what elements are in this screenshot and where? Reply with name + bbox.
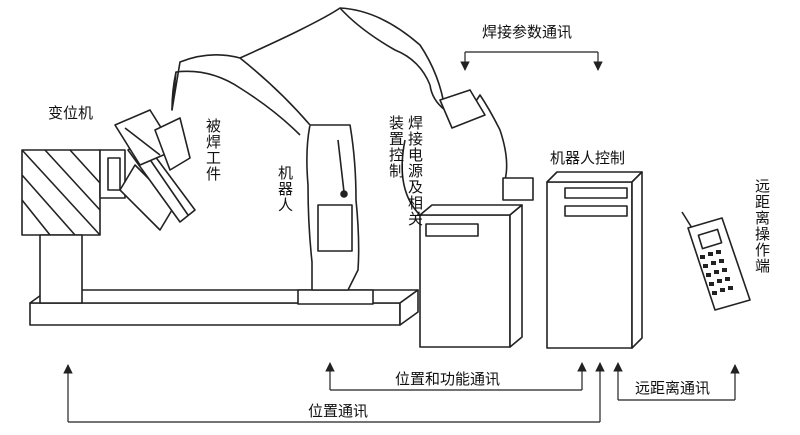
- label-comm-position: 位置通讯: [308, 402, 369, 420]
- label-comm-remote: 远距离通讯: [635, 379, 711, 397]
- label-comm-weld-params: 焊接参数通讯: [482, 23, 573, 41]
- comm-remote-arrows: [613, 362, 740, 401]
- label-robot: 机器人: [276, 165, 294, 213]
- label-power-source: 焊接电源及相关装置控制: [387, 115, 424, 227]
- comm-position-arrows: [63, 362, 605, 423]
- comm-position-function-arrows: [325, 362, 587, 391]
- robot-controller-cabinet: [546, 171, 643, 349]
- power-source-cabinet: [419, 177, 534, 348]
- teach-pendant-device: [681, 211, 751, 311]
- comm-weld-params-arrows: [460, 51, 603, 71]
- label-comm-position-function: 位置和功能通讯: [395, 370, 501, 388]
- robot-arm: [171, 7, 508, 305]
- cable: [401, 139, 421, 216]
- workpiece-shape: [114, 109, 191, 171]
- label-workpiece: 被焊工件: [204, 118, 222, 182]
- label-pendant: 远距离操作端: [753, 178, 771, 274]
- label-positioner: 变位机: [48, 104, 94, 122]
- label-controller: 机器人控制: [550, 149, 626, 167]
